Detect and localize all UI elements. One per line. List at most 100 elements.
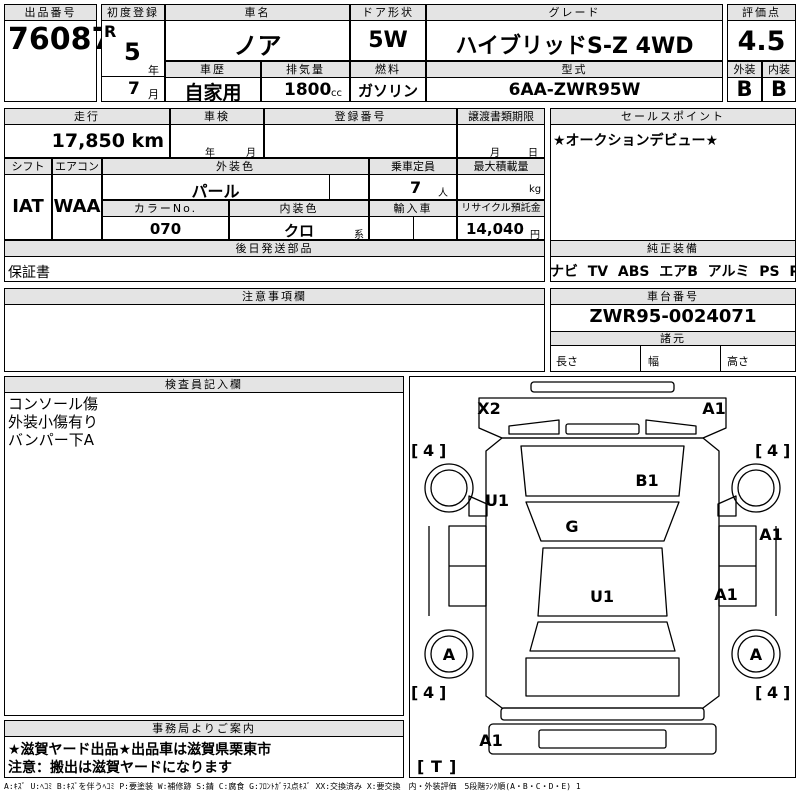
capacity: 7 xyxy=(410,178,422,197)
model-header: 型式 xyxy=(426,61,723,78)
fuel: ガソリン xyxy=(357,82,418,100)
car-name-header: 車名 xyxy=(165,4,350,21)
max-load-unit: kg xyxy=(529,184,542,195)
damage-mark: A1 xyxy=(714,585,738,604)
grade-header: グレード xyxy=(426,4,723,21)
specs-header: 諸元 xyxy=(550,331,796,346)
car-name: ノア xyxy=(233,32,282,60)
exterior-header: 外装 xyxy=(727,61,762,78)
transfer-day-unit: 日 xyxy=(528,148,538,159)
office-header: 事務局よりご案内 xyxy=(4,720,404,737)
notes-header: 注意事項欄 xyxy=(4,288,545,305)
int-color: クロ xyxy=(283,222,314,240)
tire-bracket-open: [ xyxy=(411,441,418,460)
damage-mark: U1 xyxy=(485,491,509,510)
recycle-header: リサイクル預託金 xyxy=(457,200,545,217)
door-header: ドア形状 xyxy=(350,4,426,21)
tire-bracket-open: [ xyxy=(755,441,762,460)
month-unit: 月 xyxy=(148,88,159,101)
spec-width: 幅 xyxy=(648,355,659,368)
tire-rl-value: 4 xyxy=(423,683,434,702)
reg-no-header: 登録番号 xyxy=(264,108,457,125)
shift: IAT xyxy=(12,196,44,217)
later-parts: 保証書 xyxy=(8,265,50,281)
mileage-header: 走行 xyxy=(4,108,170,125)
tire-bracket-open: [ xyxy=(411,683,418,702)
sales-point: ★オークションデビュー★ xyxy=(553,133,719,149)
displacement-unit: cc xyxy=(331,88,342,99)
import-header: 輸入車 xyxy=(369,200,457,217)
inspector-note-1: コンソール傷 xyxy=(8,395,99,413)
capacity-header: 乗車定員 xyxy=(369,158,457,175)
damage-mark: G xyxy=(565,517,578,536)
color-no: 070 xyxy=(149,220,182,238)
divider xyxy=(640,346,641,372)
spec-height: 高さ xyxy=(727,355,749,368)
color: パール xyxy=(191,182,240,201)
int-color-unit: 系 xyxy=(354,230,364,241)
shift-header: シフト xyxy=(4,158,52,175)
exterior-grade: B xyxy=(736,77,753,101)
chassis-number: ZWR95-0024071 xyxy=(589,306,757,327)
year-unit: 年 xyxy=(148,64,159,77)
displacement: 1800 xyxy=(284,80,332,100)
inspector-box xyxy=(4,376,404,716)
recycle-unit: 円 xyxy=(530,230,540,241)
tire-bracket-close: ] xyxy=(439,441,446,460)
capacity-unit: 人 xyxy=(438,188,448,199)
damage-diagram-box xyxy=(409,376,796,778)
later-parts-header: 後日発送部品 xyxy=(4,240,545,257)
inspector-header: 検査員記入欄 xyxy=(4,376,404,393)
equipment: ナビ TV ABS エアB アルミ PS PW xyxy=(550,264,796,280)
divider xyxy=(329,175,330,200)
tire-rr-value: 4 xyxy=(767,683,778,702)
grade: ハイブリッドS-Z 4WD xyxy=(455,34,694,59)
aircon: WAA xyxy=(53,196,101,217)
spare-bracket-open: [ xyxy=(417,757,424,776)
mileage: 17,850 km xyxy=(51,130,164,152)
color-no-header: カラーNo. xyxy=(102,200,229,217)
inspection-year-unit: 年 xyxy=(205,148,215,159)
first-reg-header: 初度登録 xyxy=(101,4,165,21)
score: 4.5 xyxy=(737,26,786,57)
chassis-header: 車台番号 xyxy=(550,288,796,305)
spare-tire-value: T xyxy=(431,757,442,776)
inspector-note-2: 外装小傷有り xyxy=(8,413,99,431)
interior-header: 内装 xyxy=(762,61,796,78)
inspector-note-3: バンパー下A xyxy=(8,431,95,449)
lot-header: 出品番号 xyxy=(4,4,97,21)
recycle-fee: 14,040 xyxy=(466,220,524,238)
model-code: 6AA-ZWR95W xyxy=(508,80,641,100)
damage-mark: B1 xyxy=(635,471,658,490)
damage-mark: A xyxy=(750,645,763,664)
color-header: 外装色 xyxy=(102,158,369,175)
damage-mark: A xyxy=(443,645,456,664)
inspection-month-unit: 月 xyxy=(246,148,256,159)
history-header: 車歴 xyxy=(165,61,261,78)
tire-bracket-open: [ xyxy=(755,683,762,702)
inspection-header: 車検 xyxy=(170,108,264,125)
damage-mark: U1 xyxy=(590,587,614,606)
era: R xyxy=(104,22,117,41)
max-load-header: 最大積載量 xyxy=(457,158,545,175)
first-reg-year: 5 xyxy=(124,38,141,66)
fuel-header: 燃料 xyxy=(350,61,426,78)
transfer-header: 譲渡書類期限 xyxy=(457,108,545,125)
car-diagram: [ 4 ] [ 4 ] [ 4 ] [ 4 ] [ T ] X2 A1 U1 B… xyxy=(411,381,790,776)
damage-mark: A1 xyxy=(479,731,503,750)
tire-bracket-close: ] xyxy=(783,441,790,460)
sales-point-box xyxy=(550,108,796,258)
damage-mark: A1 xyxy=(702,399,726,418)
interior-grade: B xyxy=(770,77,787,101)
tire-bracket-close: ] xyxy=(783,683,790,702)
damage-mark: X2 xyxy=(477,399,500,418)
door-type: 5W xyxy=(368,28,408,53)
tire-bracket-close: ] xyxy=(439,683,446,702)
score-header: 評価点 xyxy=(727,4,796,21)
history: 自家用 xyxy=(184,82,242,104)
divider xyxy=(101,76,165,77)
divider xyxy=(720,346,721,372)
lot-number: 76087 xyxy=(8,22,113,57)
spec-length: 長さ xyxy=(556,355,578,368)
displacement-header: 排気量 xyxy=(261,61,350,78)
